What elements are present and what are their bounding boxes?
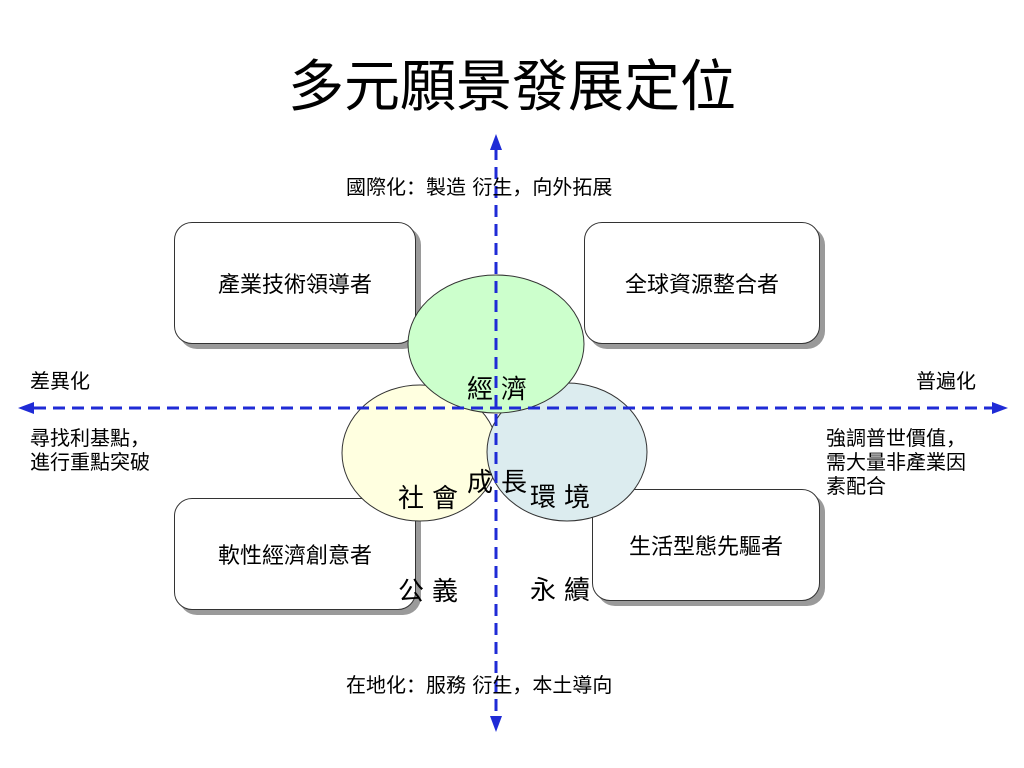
- desc-line: 強調普世價值，: [826, 426, 966, 450]
- box-label: 產業技術領導者: [217, 273, 372, 298]
- box-lifestyle-pioneer: 生活型態先驅者: [592, 489, 820, 601]
- circle-text-line: 永續: [529, 576, 598, 606]
- circle-text-line: 經濟: [466, 375, 535, 405]
- box-label: 全球資源整合者: [624, 273, 779, 298]
- circle-text-line: 成長: [466, 468, 535, 498]
- box-global-resource-integrator: 全球資源整合者: [584, 222, 820, 344]
- axis-arrow-right-icon: [992, 402, 1008, 414]
- circle-environment-sustainability-label: 環境 永續: [519, 421, 609, 638]
- axis-arrow-down-icon: [490, 716, 502, 732]
- axis-arrow-left-icon: [18, 402, 34, 414]
- desc-line: 素配合: [826, 474, 886, 498]
- box-soft-economy-creator: 軟性經濟創意者: [174, 498, 416, 610]
- circle-text-line: 環境: [529, 483, 598, 513]
- axis-arrow-up-icon: [490, 134, 502, 150]
- desc-line: 進行重點突破: [30, 450, 150, 474]
- circle-text-line: 社會: [397, 484, 466, 514]
- axis-label-bottom: 在地化：服務 衍生，本土導向: [346, 673, 613, 697]
- axis-label-top: 國際化：製造 衍生，向外拓展: [346, 175, 613, 199]
- desc-line: 需大量非產業因: [826, 450, 966, 474]
- box-industry-tech-leader: 產業技術領導者: [174, 222, 416, 344]
- axis-label-left-desc: 尋找利基點， 進行重點突破: [30, 426, 150, 474]
- desc-line: 尋找利基點，: [30, 426, 150, 450]
- box-label: 軟性經濟創意者: [217, 544, 372, 569]
- circle-economic-growth-label: 經濟 成長: [456, 313, 546, 530]
- axis-label-right-desc: 強調普世價值， 需大量非產業因 素配合: [826, 426, 966, 498]
- circle-text-line: 公義: [397, 577, 466, 607]
- box-label: 生活型態先驅者: [628, 535, 783, 560]
- page-title: 多元願景發展定位: [288, 55, 736, 120]
- axis-label-left-title: 差異化: [30, 369, 90, 393]
- circle-social-justice-label: 社會 公義: [387, 422, 477, 639]
- axis-label-right-title: 普遍化: [916, 369, 976, 393]
